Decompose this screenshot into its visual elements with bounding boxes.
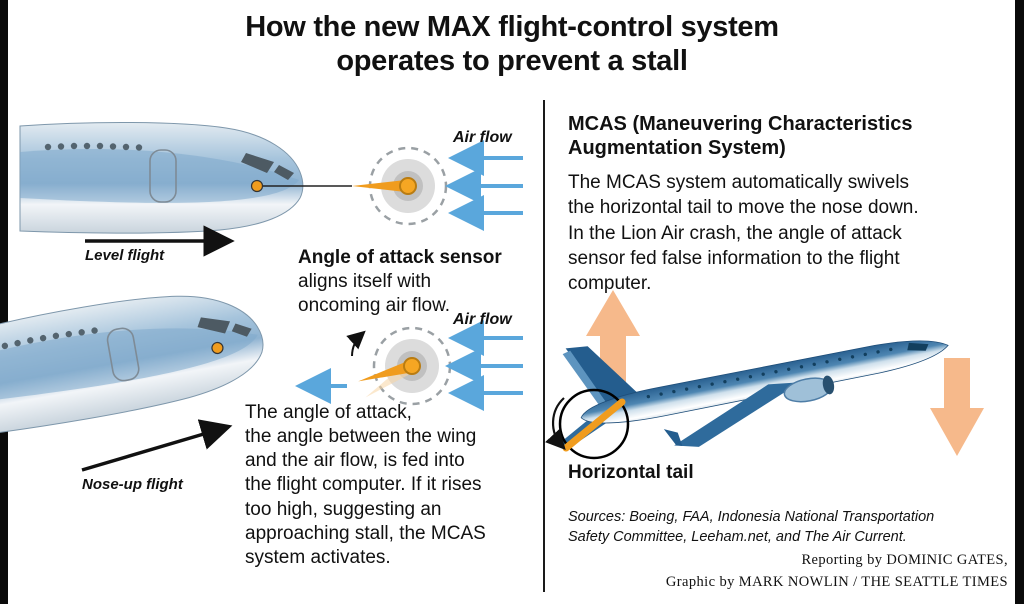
- airflow-label-bottom: Air flow: [453, 311, 512, 328]
- mcas-paragraph: The MCAS system automatically swivels th…: [568, 172, 919, 295]
- credit-graphic: Graphic by MARK NOWLIN / THE SEATTLE TIM…: [665, 573, 1008, 590]
- airflow-arrows-top: [445, 140, 523, 231]
- left-edge-bar: [0, 0, 8, 604]
- credits: Reporting by DOMINIC GATES, Graphic by M…: [560, 550, 1008, 594]
- sensor-caption: Angle of attack sensor aligns itself wit…: [298, 222, 513, 343]
- nose-up-flight-label: Nose-up flight: [82, 476, 183, 493]
- credit-reporting: Reporting by DOMINIC GATES,: [801, 552, 1008, 568]
- page-title: How the new MAX flight-control system op…: [245, 11, 779, 78]
- level-flight-label: Level flight: [85, 247, 165, 264]
- aoa-paragraph: The angle of attack, the angle between t…: [245, 402, 486, 568]
- sensor-caption-title: Angle of attack sensor: [298, 247, 502, 269]
- max-airplane: [556, 340, 949, 448]
- horizontal-tail-label: Horizontal tail: [568, 462, 694, 483]
- right-edge-bar: [1015, 0, 1024, 604]
- airflow-arrows-bottom: [295, 320, 523, 411]
- engine: [783, 375, 835, 403]
- mcas-heading: MCAS (Maneuvering Characteristics Augmen…: [568, 113, 913, 160]
- nose-up-plane: [0, 276, 272, 437]
- level-flight-plane: [19, 121, 352, 234]
- sources-note: Sources: Boeing, FAA, Indonesia National…: [568, 509, 935, 545]
- nose-up-flight-arrow: [81, 419, 233, 472]
- pitch-down-arrow: [930, 358, 984, 456]
- column-divider: [543, 100, 545, 592]
- aoa-sensor-magnified-level: [352, 146, 448, 226]
- horizontal-tail-highlight: [545, 388, 630, 460]
- airflow-label-top: Air flow: [453, 129, 512, 146]
- aoa-sensor-magnified-noseup: [346, 326, 452, 406]
- sensor-caption-body: aligns itself with oncoming air flow.: [298, 271, 451, 317]
